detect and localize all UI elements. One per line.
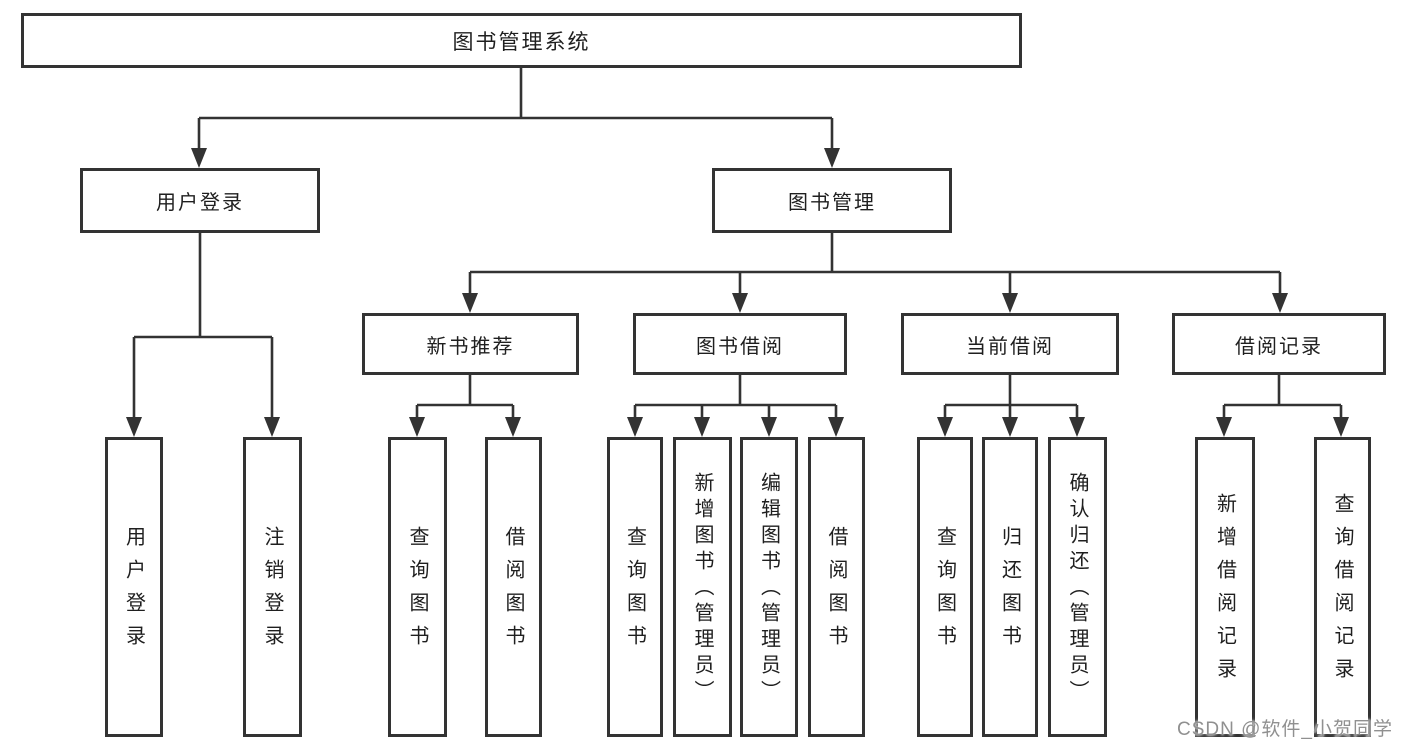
node-leaf-add-books-admin: 新增图书（管理员） bbox=[673, 437, 732, 737]
node-leaf-query-books-current: 查询图书 bbox=[917, 437, 973, 737]
node-book-borrowing: 图书借阅 bbox=[633, 313, 847, 375]
node-leaf-query-books-recommend: 查询图书 bbox=[388, 437, 447, 737]
node-new-book-recommend: 新书推荐 bbox=[362, 313, 579, 375]
node-leaf-borrow-books: 借阅图书 bbox=[808, 437, 865, 737]
node-leaf-return-books: 归还图书 bbox=[982, 437, 1038, 737]
node-leaf-add-borrow-record: 新增借阅记录 bbox=[1195, 437, 1255, 737]
node-leaf-borrow-books-recommend: 借阅图书 bbox=[485, 437, 542, 737]
node-user-login-branch: 用户登录 bbox=[80, 168, 320, 233]
node-book-management-branch: 图书管理 bbox=[712, 168, 952, 233]
node-leaf-confirm-return-admin: 确认归还（管理员） bbox=[1048, 437, 1107, 737]
node-leaf-logout: 注销登录 bbox=[243, 437, 302, 737]
node-borrowing-records: 借阅记录 bbox=[1172, 313, 1386, 375]
node-leaf-query-books-borrowing: 查询图书 bbox=[607, 437, 663, 737]
node-leaf-user-login: 用户登录 bbox=[105, 437, 163, 737]
node-root-library-system: 图书管理系统 bbox=[21, 13, 1022, 68]
node-current-borrowing: 当前借阅 bbox=[901, 313, 1119, 375]
node-leaf-query-borrow-record: 查询借阅记录 bbox=[1314, 437, 1371, 737]
csdn-watermark: CSDN @软件_小贺同学 bbox=[1177, 719, 1393, 740]
node-leaf-edit-books-admin: 编辑图书（管理员） bbox=[740, 437, 798, 737]
